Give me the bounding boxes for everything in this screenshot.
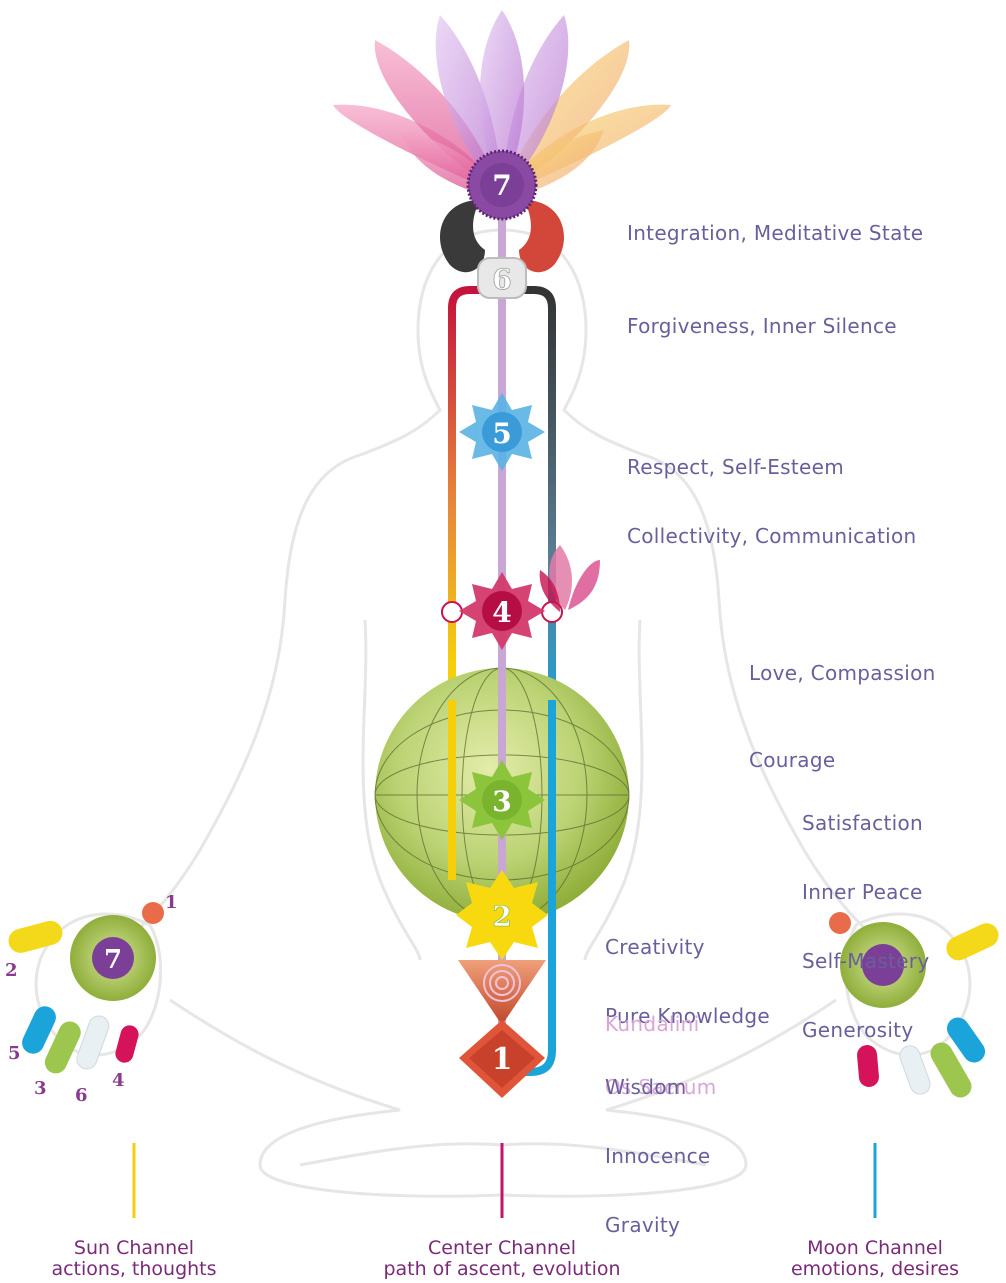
center-channel-name: Center Channel bbox=[352, 1238, 652, 1259]
chakra-3-quality-1: Satisfaction bbox=[802, 812, 929, 835]
sun-channel-name: Sun Channel bbox=[14, 1238, 254, 1259]
chakra-1-quality-3: Gravity bbox=[605, 1214, 710, 1237]
chakra-3-quality-2: Inner Peace bbox=[802, 881, 929, 904]
chakra-5-quality-2: Collectivity, Communication bbox=[627, 525, 917, 548]
right-finger-yellow bbox=[942, 919, 1002, 964]
chakra-2-quality-1: Creativity bbox=[605, 936, 770, 959]
chakra-7-number: 7 bbox=[492, 169, 511, 202]
chakra-7-label: Integration, Meditative State bbox=[627, 176, 923, 268]
chakra-3-quality-4: Generosity bbox=[802, 1019, 929, 1042]
chakra-1-number: 1 bbox=[492, 1042, 513, 1077]
chakra-1-quality-1: Wisdom bbox=[605, 1076, 710, 1099]
chakra-6: 6 bbox=[478, 258, 526, 298]
moon-channel-name: Moon Channel bbox=[760, 1238, 990, 1259]
chakra-4: 4 bbox=[459, 572, 545, 650]
chakra-7-quality-1: Integration, Meditative State bbox=[627, 222, 923, 245]
finger-number-2: 2 bbox=[5, 960, 18, 981]
chakra-5-label: Respect, Self-Esteem Collectivity, Commu… bbox=[627, 410, 917, 571]
left-hand: 7 bbox=[6, 902, 164, 1077]
chakra-3-label: Satisfaction Inner Peace Self-Mastery Ge… bbox=[802, 766, 929, 1065]
chakra-4-quality-1: Love, Compassion bbox=[749, 659, 936, 688]
sun-heart-node bbox=[442, 602, 462, 622]
chakra-6-label: Forgiveness, Inner Silence bbox=[627, 269, 897, 361]
left-finger-2 bbox=[6, 918, 65, 955]
chakra-6-quality-1: Forgiveness, Inner Silence bbox=[627, 315, 897, 338]
chakra-5-number: 5 bbox=[492, 417, 511, 450]
moon-channel-caption: Moon Channel emotions, desires bbox=[760, 1238, 990, 1280]
center-channel-caption: Center Channel path of ascent, evolution bbox=[352, 1238, 652, 1280]
chakra-2: 2 bbox=[456, 870, 548, 960]
chakra-1-quality-2: Innocence bbox=[605, 1145, 710, 1168]
left-finger-6 bbox=[74, 1013, 112, 1072]
chakra-6-number: 6 bbox=[492, 263, 511, 296]
left-finger-1 bbox=[142, 902, 164, 924]
finger-number-6: 6 bbox=[75, 1085, 88, 1106]
finger-number-5: 5 bbox=[8, 1043, 21, 1064]
left-palm-number: 7 bbox=[104, 945, 122, 975]
finger-number-1: 1 bbox=[165, 892, 178, 913]
finger-number-3: 3 bbox=[34, 1078, 47, 1099]
chakra-4-number: 4 bbox=[492, 596, 511, 629]
left-finger-4 bbox=[113, 1023, 140, 1064]
chakra-7: 7 bbox=[468, 151, 536, 219]
chakra-2-number: 2 bbox=[492, 900, 511, 933]
chakra-3-number: 3 bbox=[492, 785, 511, 818]
finger-number-4: 4 bbox=[112, 1070, 125, 1091]
moon-channel-description: emotions, desires bbox=[760, 1259, 990, 1280]
chakra-5: 5 bbox=[459, 393, 545, 471]
sun-channel-description: actions, thoughts bbox=[14, 1259, 254, 1280]
os-sacrum bbox=[458, 960, 546, 1025]
sun-channel-caption: Sun Channel actions, thoughts bbox=[14, 1238, 254, 1280]
chakra-1-label: Wisdom Innocence Gravity bbox=[605, 1030, 710, 1260]
center-channel-description: path of ascent, evolution bbox=[352, 1259, 652, 1280]
chakra-5-quality-1: Respect, Self-Esteem bbox=[627, 456, 917, 479]
chakra-1: 1 bbox=[459, 1020, 545, 1098]
chakra-3-quality-3: Self-Mastery bbox=[802, 950, 929, 973]
